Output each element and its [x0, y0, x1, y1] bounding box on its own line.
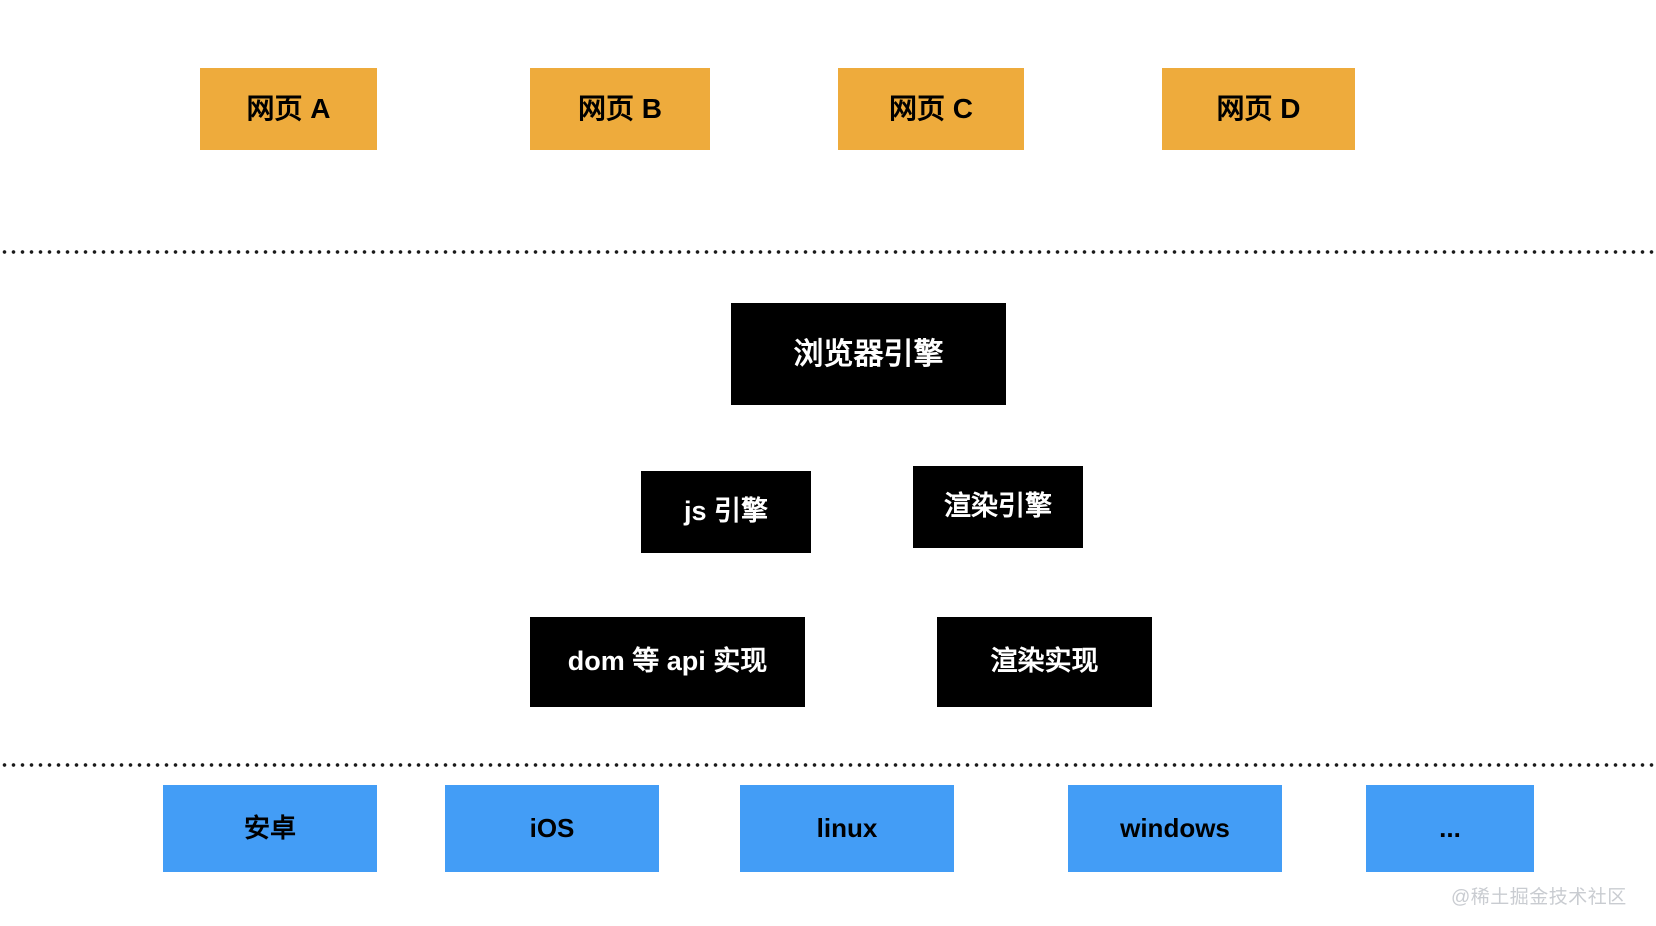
- watermark: @稀土掘金技术社区: [1451, 887, 1627, 908]
- node-label: 渲染实现: [990, 646, 1099, 677]
- node-web-page-c: 网页 C: [838, 68, 1024, 150]
- node-label: linux: [816, 813, 878, 844]
- node-web-page-b: 网页 B: [530, 68, 710, 150]
- divider-pages-engine: [0, 250, 1656, 254]
- node-os-ios: iOS: [445, 785, 659, 872]
- node-label: 网页 B: [577, 92, 662, 124]
- node-label: 浏览器引擎: [793, 337, 944, 371]
- node-label: js 引擎: [683, 496, 769, 527]
- node-js-engine: js 引擎: [641, 471, 811, 553]
- node-label: iOS: [529, 813, 575, 844]
- node-label: ...: [1439, 813, 1461, 844]
- node-os-linux: linux: [740, 785, 954, 872]
- node-label: 渲染引擎: [944, 491, 1052, 522]
- node-label: dom 等 api 实现: [567, 646, 768, 677]
- node-label: 网页 C: [888, 92, 973, 124]
- divider-engine-os: [0, 763, 1656, 767]
- node-os-android: 安卓: [163, 785, 377, 872]
- node-label: 安卓: [243, 813, 296, 844]
- node-browser-engine: 浏览器引擎: [731, 303, 1006, 405]
- node-render-implementation: 渲染实现: [937, 617, 1152, 707]
- node-label: 网页 A: [246, 92, 331, 124]
- node-label: 网页 D: [1216, 92, 1301, 124]
- node-web-page-d: 网页 D: [1162, 68, 1355, 150]
- node-os-more: ...: [1366, 785, 1534, 872]
- node-label: windows: [1120, 813, 1230, 844]
- node-dom-api-implementation: dom 等 api 实现: [530, 617, 805, 707]
- node-web-page-a: 网页 A: [200, 68, 377, 150]
- node-os-windows: windows: [1068, 785, 1282, 872]
- node-render-engine: 渲染引擎: [913, 466, 1083, 548]
